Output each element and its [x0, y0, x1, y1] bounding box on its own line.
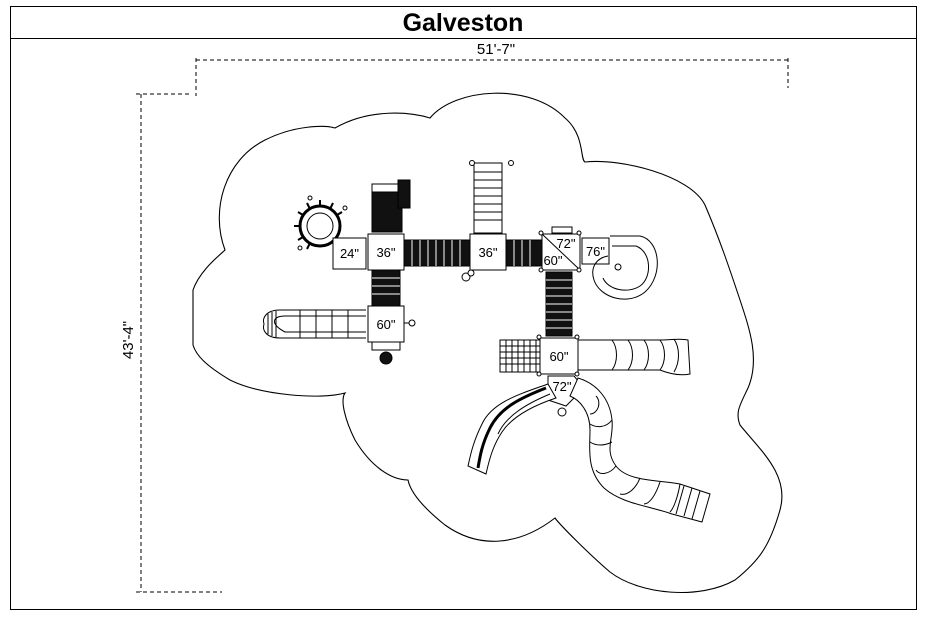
- depth-dimension: [136, 93, 222, 593]
- deck-36-left: [367, 233, 405, 271]
- panel-gear: [461, 272, 471, 282]
- width-dimension-label: 51'-7": [477, 41, 515, 58]
- deck-24-label: 24": [340, 246, 359, 261]
- use-zone-outline: [192, 92, 783, 594]
- deck-76-label: 76": [586, 244, 605, 259]
- bridge-down-left: [371, 269, 401, 307]
- deck-36-left-label: 36": [376, 245, 395, 260]
- width-dimension: [195, 58, 789, 96]
- steering-wheel: [379, 351, 393, 365]
- spiral-climber: [294, 195, 348, 251]
- plan-title: Galveston: [403, 9, 524, 37]
- deck-36-middle: [469, 233, 507, 271]
- deck-72-top-label: 72": [556, 236, 575, 251]
- deck-24: [332, 237, 367, 270]
- deck-60-right-label: 60": [549, 349, 568, 364]
- spiral-slide: [592, 235, 658, 300]
- tube-slide-winding: [569, 377, 711, 523]
- tube-slide-right: [577, 338, 691, 376]
- deck-36-middle-label: 36": [478, 245, 497, 260]
- ladder-top: [469, 160, 514, 234]
- bridge-vertical: [545, 271, 573, 337]
- bridge-right: [505, 239, 543, 267]
- deck-72-corner-label: 72": [552, 379, 571, 394]
- drawing-border: [10, 6, 917, 610]
- net-climber: [499, 339, 541, 373]
- deck-76: [581, 237, 610, 265]
- bridge-left: [403, 239, 471, 267]
- tower-72-60: [538, 226, 582, 273]
- wave-slide: [467, 383, 557, 475]
- equipment: 24" 36" 36": [263, 160, 711, 523]
- deck-60-left: [367, 305, 405, 343]
- deck-60-top-label: 60": [543, 253, 562, 268]
- depth-dimension-label: 43'-4": [120, 321, 137, 359]
- slide-left: [263, 309, 366, 339]
- deck-60-left-label: 60": [376, 317, 395, 332]
- deck-60-right: [539, 337, 579, 375]
